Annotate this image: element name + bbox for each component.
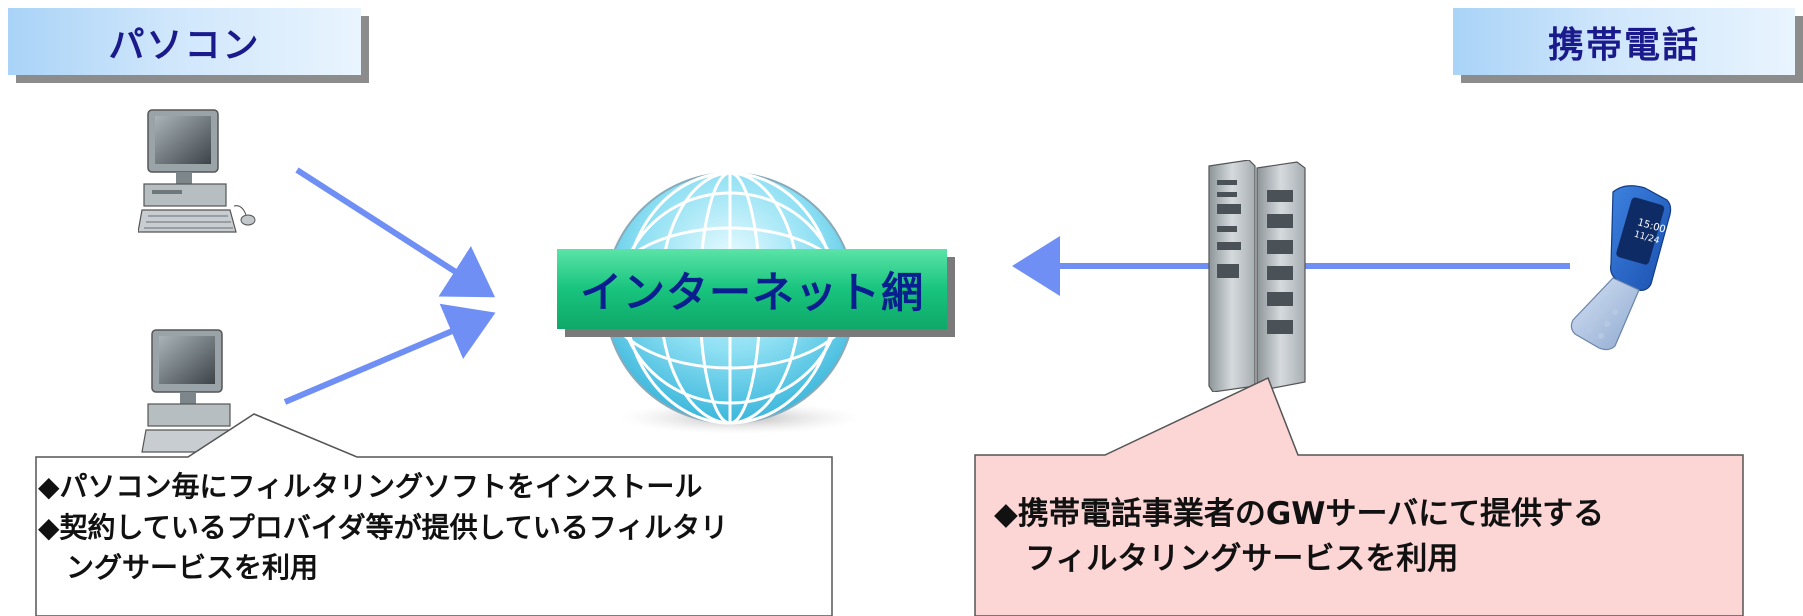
left-callout-text: ◆パソコン毎にフィルタリングソフトをインストール ◆契約しているプロバイダ等が提… — [38, 467, 828, 589]
desktop-computer-icon — [138, 109, 256, 233]
server-rack-icon — [1208, 160, 1306, 392]
right-callout-line: ◆携帯電話事業者のGWサーバにて提供する — [994, 496, 1605, 532]
right-callout-line: フィルタリングサービスを利用 — [994, 540, 1459, 577]
left-header: パソコン — [8, 8, 361, 75]
left-callout-line: ◆契約しているプロバイダ等が提供しているフィルタリ — [38, 510, 729, 544]
left-callout-line: ◆パソコン毎にフィルタリングソフトをインストール — [38, 470, 703, 503]
right-callout-text: ◆携帯電話事業者のGWサーバにて提供する フィルタリングサービスを利用 — [994, 492, 1734, 582]
right-callout-box — [974, 376, 1744, 616]
arrow-pc-bottom-to-net — [283, 303, 496, 405]
right-header: 携帯電話 — [1453, 8, 1795, 75]
left-callout-line: ングサービスを利用 — [38, 551, 319, 585]
desktop-computer-icon — [141, 329, 239, 453]
center-label: インターネット網 — [557, 249, 947, 329]
left-callout-box — [35, 413, 833, 616]
arrow-pc-top-to-net — [295, 167, 496, 298]
flip-phone-icon: 15:00 11/24 — [1570, 185, 1672, 351]
